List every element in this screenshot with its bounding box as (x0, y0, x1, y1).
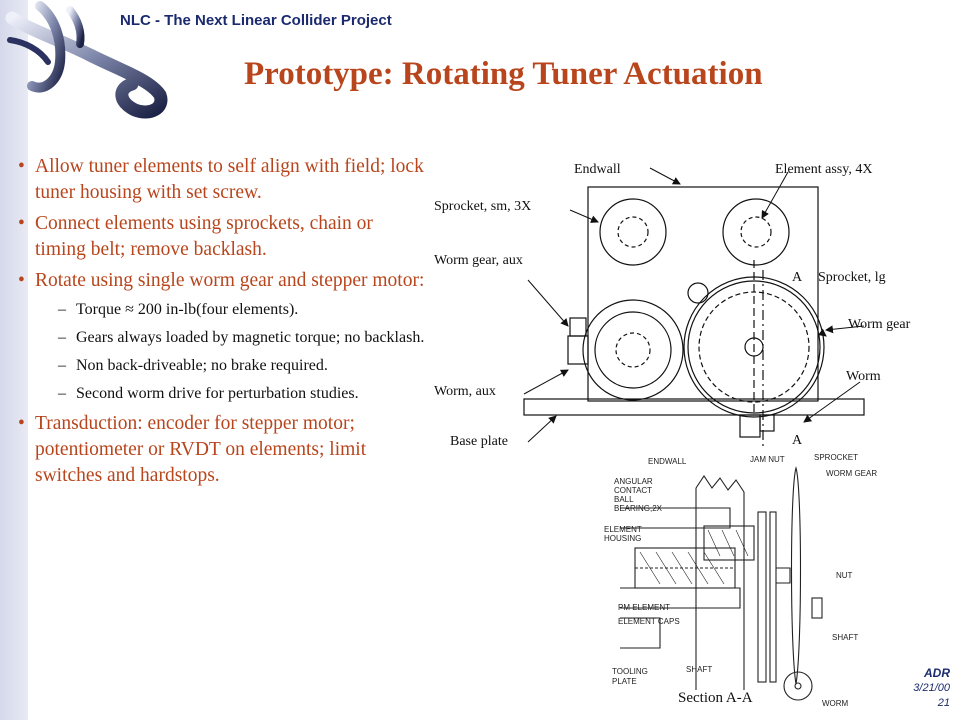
sketch-label-nut: NUT (836, 571, 853, 580)
sprocket-lg (687, 280, 821, 414)
small-hole (687, 282, 709, 304)
label-section-a-top: A (792, 270, 803, 285)
bullet-item: • Connect elements using sprockets, chain… (18, 211, 426, 263)
label-sprocket-sm: Sprocket, sm, 3X (434, 199, 531, 214)
sub-bullet-dash: – (58, 329, 66, 346)
endwall-outline (587, 186, 819, 402)
sub-bullet-item: –Second worm drive for perturbation stud… (18, 383, 426, 405)
footer-author: ADR (924, 666, 950, 680)
endwall-walls (695, 488, 745, 698)
sub-bullet-item: –Torque ≈ 200 in-lb(four elements). (18, 299, 426, 321)
sketch-label-ball: BALL (614, 495, 634, 504)
tuner-diagram: Endwall Element assy, 4X Sprocket, sm, 3… (434, 162, 911, 449)
sketch-label-shaft-bottom: SHAFT (686, 665, 712, 674)
sketch-label-bearing: BEARING,2X (614, 504, 663, 513)
housing-top (620, 507, 731, 529)
sketch-label-shaft-right: SHAFT (832, 633, 858, 642)
left-sidebar-band (0, 0, 28, 720)
sketch-label-endwall: ENDWALL (648, 457, 687, 466)
sub-bullet-dash: – (58, 385, 66, 402)
sub-bullet-text: Non back-driveable; no brake required. (76, 357, 328, 374)
bullet-dot-icon: • (18, 270, 25, 291)
sketch-label-plate: PLATE (612, 677, 637, 686)
worm-gear-profile (790, 466, 802, 685)
base-plate (523, 398, 865, 416)
bullet-text: Connect elements using sprockets, chain … (35, 213, 373, 260)
sketch-label-angular: ANGULAR (614, 477, 653, 486)
section-sketch: ENDWALL JAM NUT SPROCKET WORM GEAR ANGUL… (604, 453, 877, 708)
label-section-a-bottom: A (792, 433, 803, 448)
sketch-label-jam-nut: JAM NUT (750, 455, 785, 464)
label-worm-gear: Worm gear (848, 317, 911, 332)
sketch-label-worm: WORM (822, 699, 849, 708)
sketch-label-worm-gear: WORM GEAR (826, 469, 877, 478)
label-worm-aux: Worm, aux (434, 384, 496, 399)
label-element-assy: Element assy, 4X (775, 162, 872, 177)
worm-aux-lower (567, 335, 589, 365)
footer-page-number: 21 (937, 697, 950, 709)
worm-aux-upper (569, 317, 587, 337)
sketch-label-sprocket: SPROCKET (814, 453, 858, 462)
worm (739, 414, 761, 438)
bullet-item: • Rotate using single worm gear and stepp… (18, 268, 426, 294)
bullet-text: Allow tuner elements to self align with … (35, 156, 424, 203)
sub-bullet-text: Gears always loaded by magnetic torque; … (76, 329, 425, 346)
worm-circle (783, 671, 813, 701)
nut-block (811, 597, 823, 619)
tooling-plate (620, 617, 661, 649)
label-endwall: Endwall (574, 162, 621, 177)
label-worm: Worm (846, 369, 881, 384)
sketch-label-contact: CONTACT (614, 486, 652, 495)
sketch-label-element: ELEMENT (604, 525, 642, 534)
sketch-label-housing: HOUSING (604, 534, 641, 543)
label-sprocket-lg: Sprocket, lg (818, 270, 886, 285)
sketch-label-element-caps: ELEMENT CAPS (618, 617, 680, 626)
footer-date: 3/21/00 (913, 682, 950, 694)
bullet-dot-icon: • (18, 413, 25, 434)
sub-bullet-item: – Non back-driveable; no brake required. (18, 355, 426, 377)
bearing-block (703, 525, 755, 561)
sprocket-disc (757, 511, 767, 683)
bullet-dot-icon: • (18, 213, 25, 234)
sub-bullet-item: –Gears always loaded by magnetic torque;… (18, 327, 426, 349)
nlc-logo-icon (5, 1, 168, 119)
project-title: NLC - The Next Linear Collider Project (120, 12, 392, 29)
label-base-plate: Base plate (450, 434, 508, 449)
bullet-text: Transduction: encoder for stepper motor;… (35, 413, 367, 486)
slide-title: Prototype: Rotating Tuner Actuation (244, 56, 763, 92)
sub-bullet-text: Second worm drive for perturbation studi… (76, 385, 359, 402)
bullet-text: Rotate using single worm gear and steppe… (35, 270, 425, 291)
sub-bullet-dash: – (58, 301, 66, 318)
sub-bullet-dash: – (58, 357, 66, 374)
label-worm-gear-aux: Worm gear, aux (434, 253, 523, 268)
sprocket-sm-1 (599, 198, 667, 266)
section-caption: Section A-A (676, 690, 755, 707)
sprocket-sm-2 (722, 198, 790, 266)
bullet-dot-icon: • (18, 156, 25, 177)
sketch-label-tooling: TOOLING (612, 667, 648, 676)
sketch-label-pm-element: PM ELEMENT (618, 603, 670, 612)
bullet-item: • Transduction: encoder for stepper motor… (18, 411, 426, 489)
bullet-item: • Allow tuner elements to self align with… (18, 154, 426, 206)
sub-bullet-text: Torque ≈ 200 in-lb(four elements). (76, 301, 299, 318)
bullet-list: • Allow tuner elements to self align with… (18, 154, 426, 494)
endwall-top-edge (695, 475, 745, 493)
worm-gear-aux (582, 299, 684, 401)
